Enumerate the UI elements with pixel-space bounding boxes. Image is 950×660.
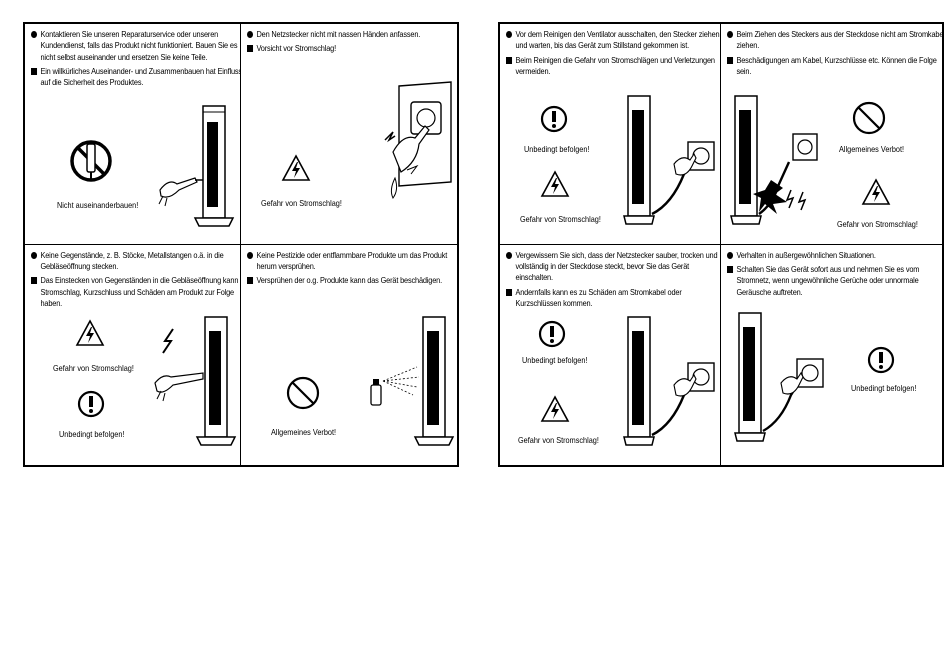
instruction-note: Schalten Sie das Gerät sofort aus und ne… — [727, 264, 942, 298]
caption-disassembly: Nicht auseinanderbauen! — [57, 200, 139, 210]
mandatory-action-icon — [538, 319, 566, 349]
caption-shock: Gefahr von Stromschlag! — [518, 434, 599, 445]
instruction-note: Versprühen der o.g. Produkte kann das Ge… — [247, 275, 457, 286]
prohibited-disassembly-icon — [69, 136, 113, 186]
instruction-note: Beim Reinigen die Gefahr von Stromschläg… — [506, 55, 720, 78]
instruction-bullet: Verhalten in außergewöhnlichen Situation… — [727, 250, 942, 261]
caption-shock: Gefahr von Stromschlag! — [53, 362, 134, 373]
fan-unplug-emergency-illustration — [734, 311, 830, 446]
section-unusual-situations: Verhalten in außergewöhnlichen Situation… — [721, 245, 942, 466]
electric-shock-warning-icon — [281, 154, 311, 182]
section-wet-hands: Den Netzstecker nicht mit nassen Händen … — [241, 24, 457, 245]
mandatory-action-icon — [540, 104, 568, 134]
fan-plug-in-illustration — [623, 315, 719, 450]
caption-mandatory: Unbedingt befolgen! — [59, 428, 125, 439]
manual-page-right: Vor dem Reinigen den Ventilator ausschal… — [498, 22, 944, 467]
section-plug-clean-dry: Vergewissern Sie sich, dass der Netzstec… — [500, 244, 721, 465]
section-sprays: Keine Pestizide oder entflammbare Produk… — [241, 245, 457, 466]
electric-shock-warning-icon — [75, 318, 105, 347]
electric-shock-warning-icon — [540, 394, 570, 423]
instruction-note: Ein willkürliches Auseinander- und Zusam… — [31, 66, 240, 89]
instruction-bullet: Vergewissern Sie sich, dass der Netzstec… — [506, 250, 720, 284]
prohibition-sign-icon — [851, 100, 887, 136]
caption-shock: Gefahr von Stromschlag! — [837, 219, 918, 229]
mandatory-action-icon — [867, 345, 895, 375]
caption-shock: Gefahr von Stromschlag! — [520, 214, 601, 224]
caption-mandatory: Unbedingt befolgen! — [524, 144, 590, 154]
fan-cable-pull-illustration — [730, 94, 826, 229]
caption-mandatory: Unbedingt befolgen! — [851, 382, 917, 393]
fan-screwdriver-illustration — [155, 102, 235, 232]
manual-page-left: Kontaktieren Sie unseren Reparaturservic… — [23, 22, 459, 467]
fan-stick-illustration — [153, 315, 238, 450]
fan-unplug-illustration — [623, 94, 719, 229]
fan-spray-illustration — [361, 315, 456, 450]
instruction-bullet: Beim Ziehen des Steckers aus der Steckdo… — [727, 29, 942, 52]
section-pull-plug: Beim Ziehen des Steckers aus der Steckdo… — [721, 24, 942, 245]
electric-shock-warning-icon — [861, 178, 891, 206]
instruction-bullet: Keine Pestizide oder entflammbare Produk… — [247, 250, 457, 273]
electric-shock-warning-icon — [540, 170, 570, 198]
instruction-note: Vorsicht vor Stromschlag! — [247, 43, 457, 54]
instruction-bullet: Keine Gegenstände, z. B. Stöcke, Metalls… — [31, 250, 240, 273]
instruction-note: Beschädigungen am Kabel, Kurzschlüsse et… — [727, 55, 942, 78]
caption-prohibited: Allgemeines Verbot! — [271, 426, 337, 437]
section-foreign-objects: Keine Gegenstände, z. B. Stöcke, Metalls… — [25, 244, 241, 465]
instruction-bullet: Kontaktieren Sie unseren Reparaturservic… — [31, 29, 240, 63]
caption-shock: Gefahr von Stromschlag! — [261, 198, 342, 208]
section-cleaning: Vor dem Reinigen den Ventilator ausschal… — [500, 24, 721, 245]
instruction-note: Das Einstecken von Gegenständen in die G… — [31, 275, 240, 309]
instruction-note: Andernfalls kann es zu Schäden am Stromk… — [506, 287, 720, 310]
caption-mandatory: Unbedingt befolgen! — [522, 354, 588, 365]
section-disassembly: Kontaktieren Sie unseren Reparaturservic… — [25, 24, 241, 245]
instruction-bullet: Vor dem Reinigen den Ventilator ausschal… — [506, 29, 720, 52]
instruction-bullet: Den Netzstecker nicht mit nassen Händen … — [247, 29, 457, 40]
mandatory-action-icon — [77, 389, 105, 419]
caption-prohibited: Allgemeines Verbot! — [839, 144, 905, 154]
prohibition-sign-icon — [285, 375, 321, 411]
wet-hand-socket-illustration — [381, 81, 456, 207]
